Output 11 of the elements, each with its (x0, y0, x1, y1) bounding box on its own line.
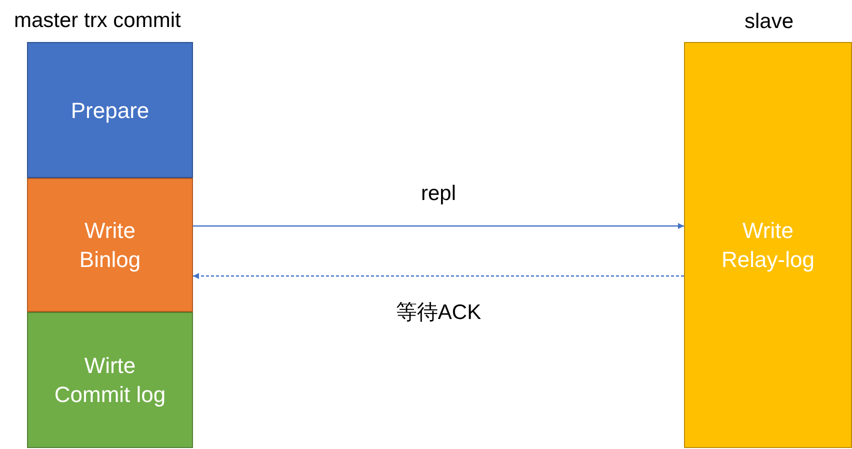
arrow (193, 223, 684, 229)
arrow (193, 273, 684, 279)
step-label: Prepare (70, 96, 150, 124)
step-box (27, 312, 193, 448)
step-label: Write Relay-log (720, 217, 816, 274)
step-box (27, 42, 193, 178)
heading: slave (743, 10, 795, 34)
step-label: Wirte Commit log (53, 352, 167, 409)
heading: master trx commit (14, 9, 181, 33)
step-box (27, 178, 193, 312)
step-label: Write Binlog (78, 217, 142, 274)
